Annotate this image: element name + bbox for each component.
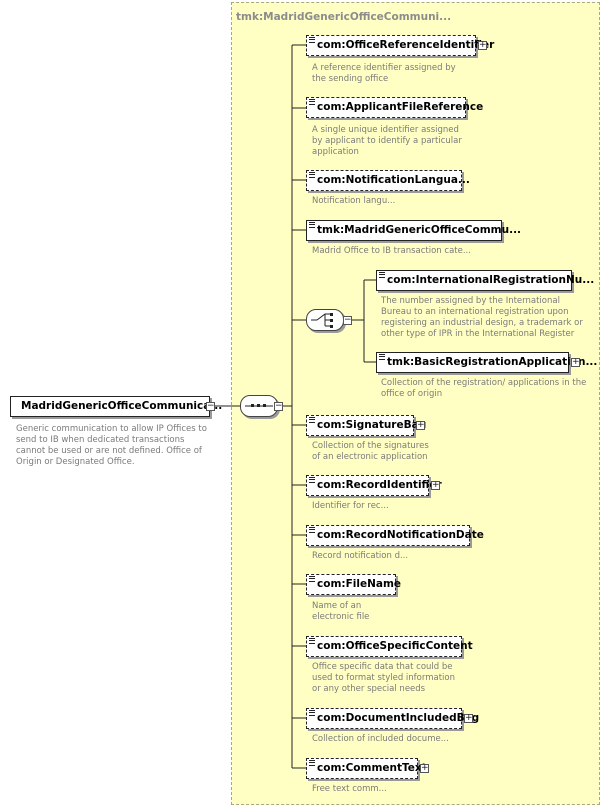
element-description: Collection of the signatures of an elect…	[312, 441, 429, 463]
element-label: com:ApplicantFileReference	[317, 101, 483, 113]
root-element[interactable]: MadridGenericOfficeCommunica...	[10, 396, 210, 417]
element-marker-icon	[379, 354, 385, 360]
element-document-included-bag[interactable]: com:DocumentIncludedBag	[306, 708, 462, 729]
element-description: Collection of the registration/ applicat…	[381, 378, 586, 400]
plus-icon[interactable]: +	[431, 481, 440, 490]
element-description: Notification langu...	[312, 196, 395, 207]
element-marker-icon	[309, 37, 315, 43]
element-description: Record notification d...	[312, 551, 408, 562]
element-label: com:OfficeSpecificContent	[317, 640, 473, 652]
element-madrid-generic-office-communication-category[interactable]: tmk:MadridGenericOfficeCommu...	[306, 220, 502, 241]
element-signature-bag[interactable]: com:SignatureBag	[306, 415, 414, 436]
element-marker-icon	[309, 417, 315, 423]
element-label: com:FileName	[317, 578, 401, 590]
element-marker-icon	[309, 576, 315, 582]
element-office-reference-identifier[interactable]: com:OfficeReferenceIdentifier	[306, 35, 476, 56]
element-notification-language[interactable]: com:NotificationLangua...	[306, 170, 462, 191]
element-description: Name of an electronic file	[312, 601, 369, 623]
element-label: tmk:BasicRegistrationApplication...	[387, 356, 597, 368]
plus-icon[interactable]: +	[420, 764, 429, 773]
element-description: Office specific data that could be used …	[312, 662, 455, 695]
root-element-label: MadridGenericOfficeCommunica...	[21, 400, 222, 412]
element-marker-icon	[309, 99, 315, 105]
plus-icon[interactable]: +	[416, 421, 425, 430]
element-file-name[interactable]: com:FileName	[306, 574, 396, 595]
element-label: com:OfficeReferenceIdentifier	[317, 39, 494, 51]
element-marker-icon	[309, 222, 315, 228]
element-marker-icon	[309, 710, 315, 716]
element-label: com:CommentText	[317, 762, 427, 774]
element-description: Collection of included docume...	[312, 734, 449, 745]
minus-icon[interactable]: −	[343, 316, 352, 325]
sequence-compositor-icon	[241, 396, 277, 416]
minus-icon[interactable]: −	[274, 402, 283, 411]
plus-icon[interactable]: +	[464, 714, 473, 723]
element-label: com:InternationalRegistrationNu...	[387, 274, 594, 286]
sequence-compositor	[240, 395, 278, 417]
element-label: com:RecordNotificationDate	[317, 529, 484, 541]
element-record-notification-date[interactable]: com:RecordNotificationDate	[306, 525, 470, 546]
element-applicant-file-reference[interactable]: com:ApplicantFileReference	[306, 97, 466, 118]
element-description: Identifier for rec...	[312, 501, 389, 512]
element-description: A reference identifier assigned by the s…	[312, 63, 456, 85]
element-label: com:NotificationLangua...	[317, 174, 470, 186]
element-basic-registration-application-bag[interactable]: tmk:BasicRegistrationApplication...	[376, 352, 569, 373]
element-marker-icon	[309, 638, 315, 644]
element-international-registration-number[interactable]: com:InternationalRegistrationNu...	[376, 270, 572, 291]
element-marker-icon	[309, 760, 315, 766]
choice-compositor-icon	[307, 310, 343, 330]
element-marker-icon	[309, 527, 315, 533]
element-label: com:DocumentIncludedBag	[317, 712, 479, 724]
choice-compositor	[306, 309, 344, 331]
plus-icon[interactable]: +	[571, 358, 580, 367]
element-record-identifier[interactable]: com:RecordIdentifier	[306, 475, 429, 496]
element-description: Madrid Office to IB transaction cate...	[312, 246, 471, 257]
element-marker-icon	[309, 172, 315, 178]
plus-icon[interactable]: +	[478, 41, 487, 50]
element-comment-text[interactable]: com:CommentText	[306, 758, 418, 779]
element-marker-icon	[379, 272, 385, 278]
element-label: com:RecordIdentifier	[317, 479, 442, 491]
element-label: com:SignatureBag	[317, 419, 426, 431]
element-office-specific-content[interactable]: com:OfficeSpecificContent	[306, 636, 462, 657]
element-description: Free text comm...	[312, 784, 387, 795]
element-description: The number assigned by the International…	[381, 296, 583, 340]
element-marker-icon	[309, 477, 315, 483]
element-label: tmk:MadridGenericOfficeCommu...	[317, 224, 521, 236]
root-element-description: Generic communication to allow IP Office…	[16, 424, 207, 468]
minus-icon[interactable]: −	[206, 402, 215, 411]
element-description: A single unique identifier assigned by a…	[312, 125, 462, 158]
